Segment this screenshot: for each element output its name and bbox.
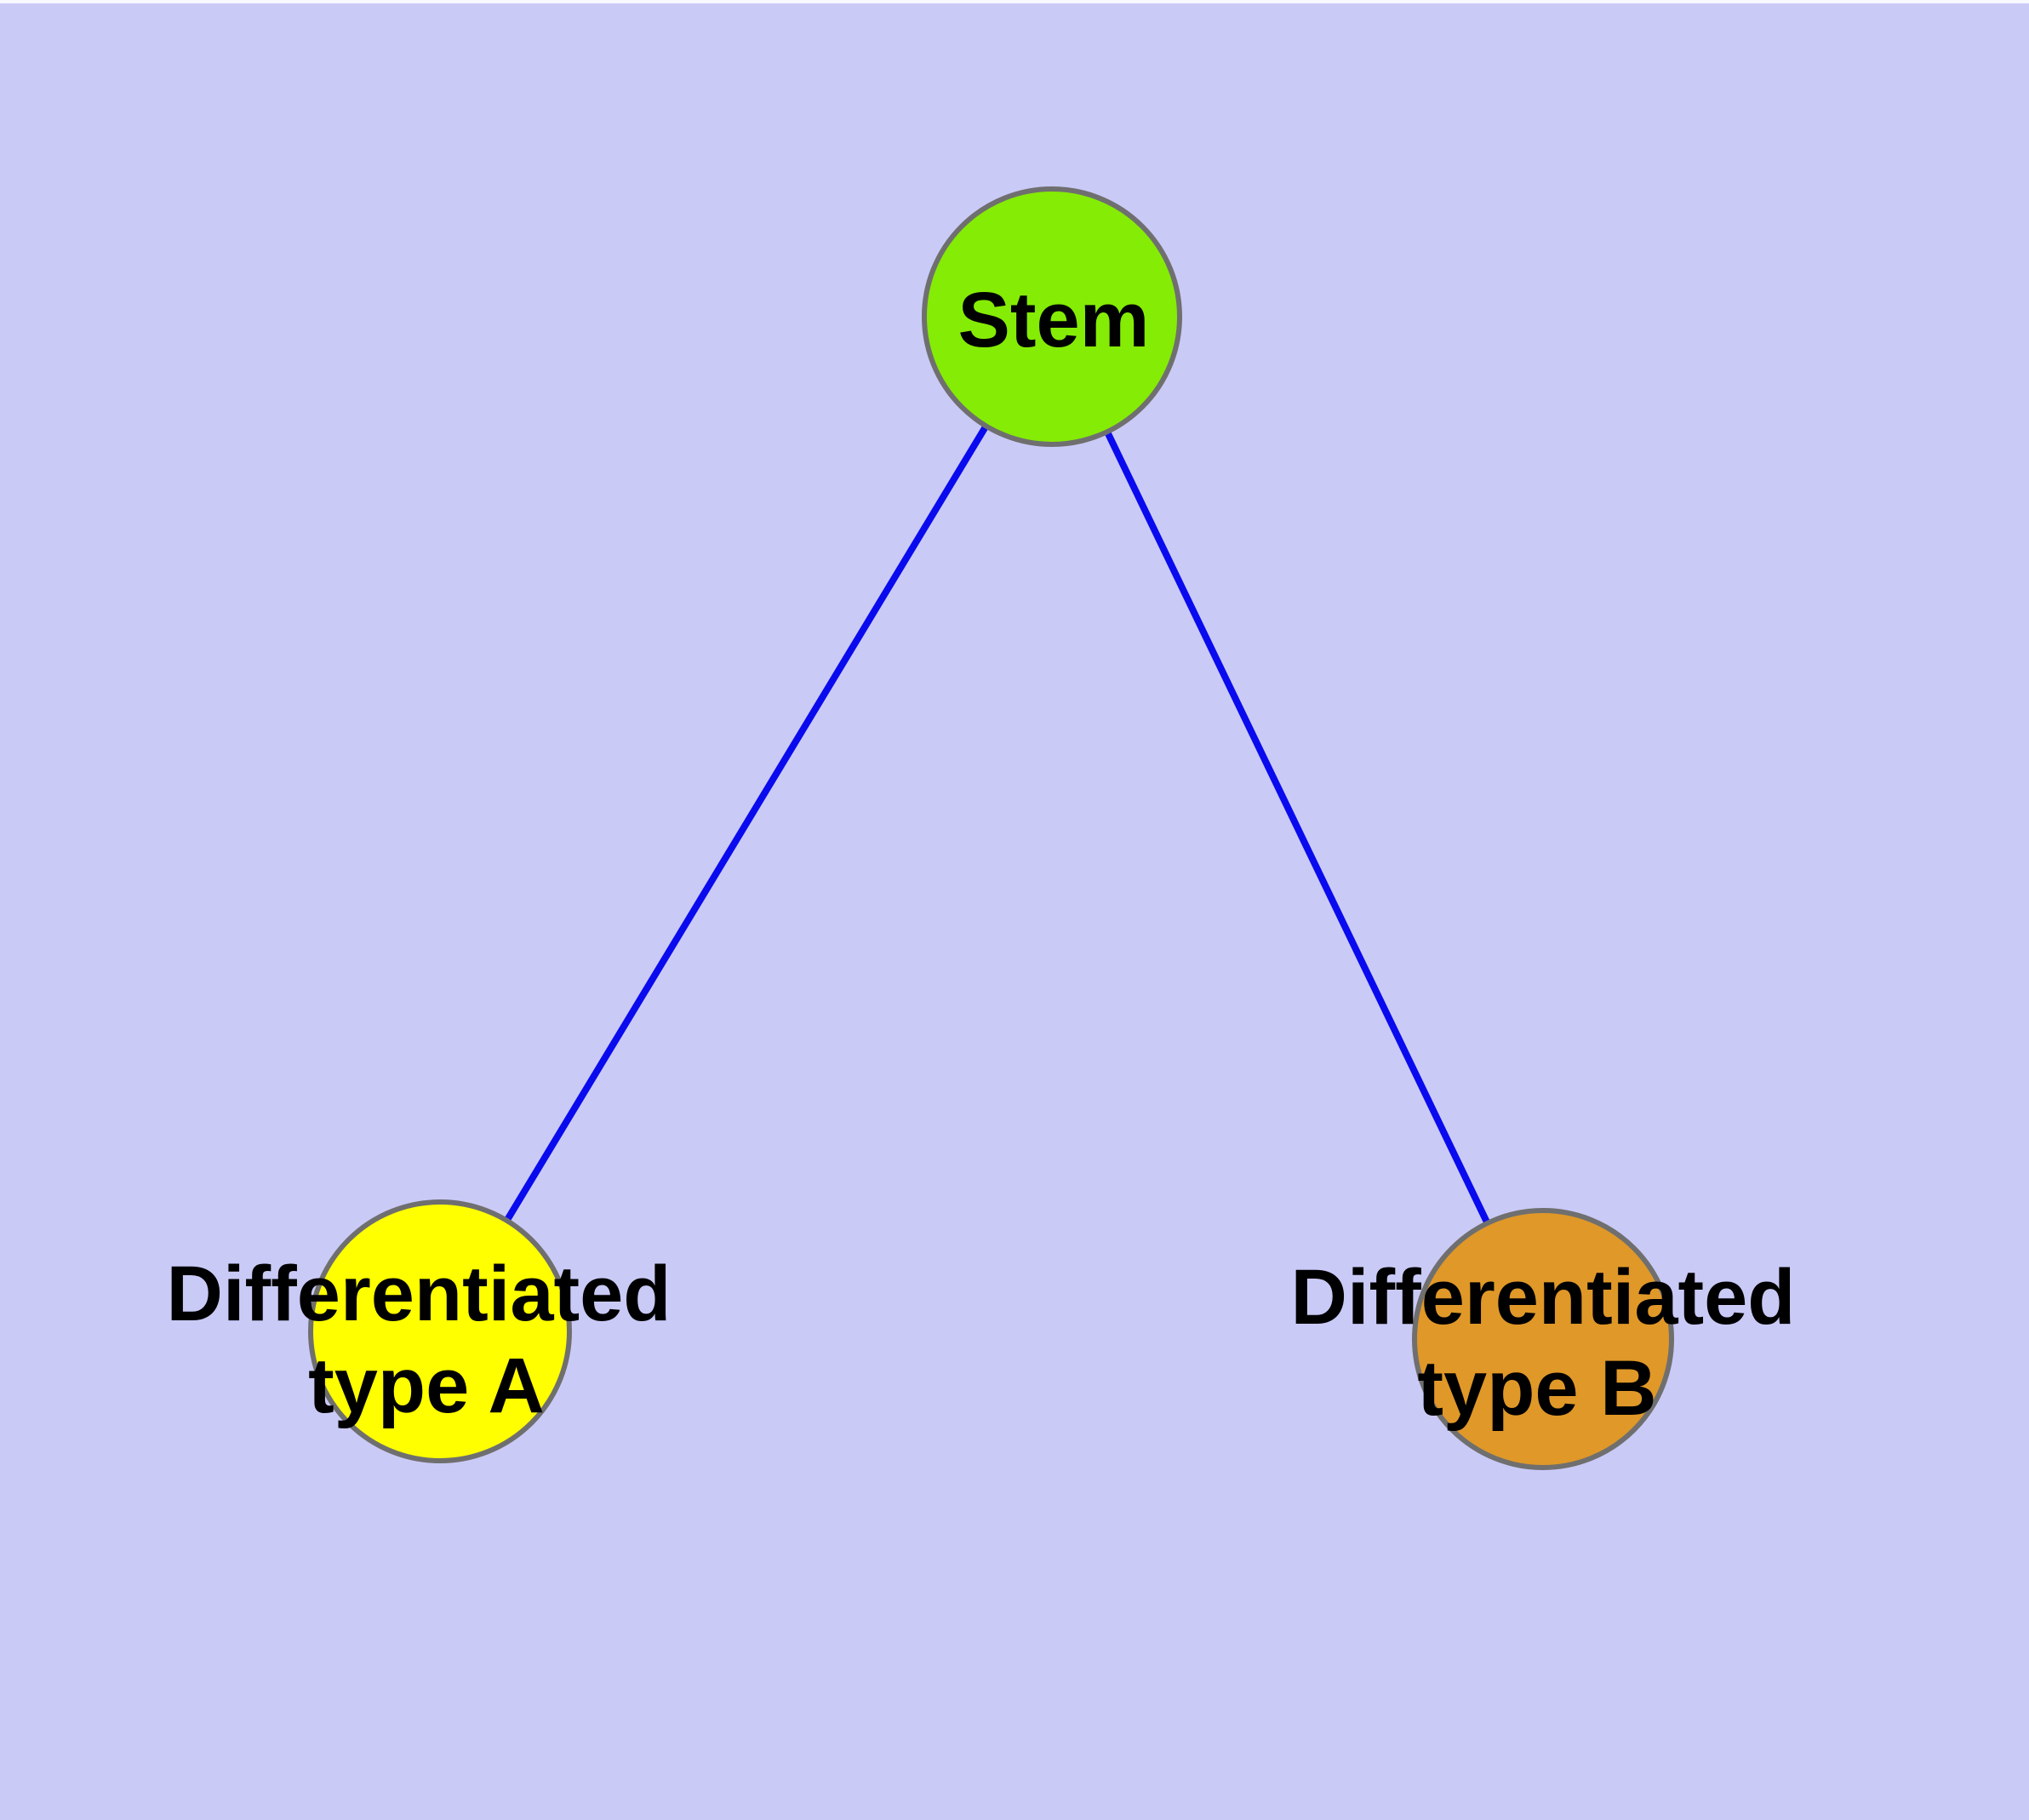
node-stem bbox=[922, 186, 1182, 447]
node-type-b-label-line1: Differentiated bbox=[1291, 1254, 1796, 1341]
top-edge-strip bbox=[0, 0, 2029, 3]
node-stem-label: Stem bbox=[958, 277, 1150, 363]
node-differentiated-type-b bbox=[1412, 1208, 1674, 1470]
edge-stem-to-type-a bbox=[437, 314, 1055, 1334]
node-type-a-label-line2: type A bbox=[308, 1342, 545, 1429]
node-type-b-label-line2: type B bbox=[1417, 1345, 1656, 1432]
node-type-a-label-line1: Differentiated bbox=[167, 1251, 672, 1337]
node-differentiated-type-a bbox=[308, 1199, 572, 1463]
edge-stem-to-type-b bbox=[1049, 315, 1546, 1341]
